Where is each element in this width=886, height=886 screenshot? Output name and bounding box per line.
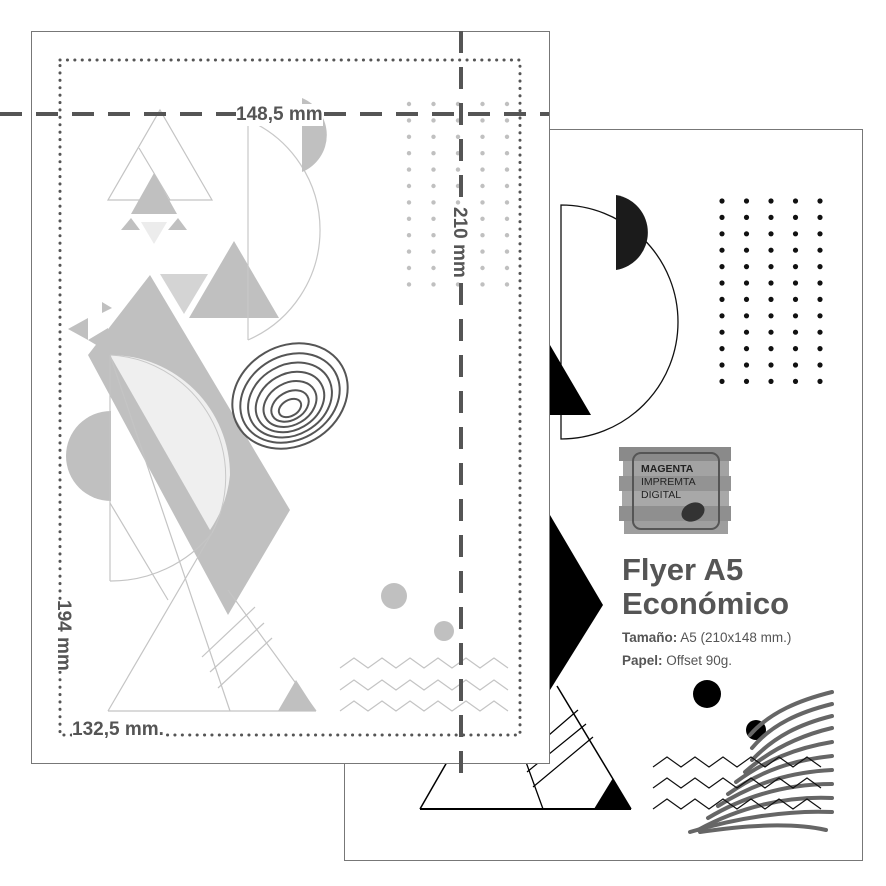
front-zigzag-lines xyxy=(339,657,509,712)
back-dot-grid xyxy=(719,198,823,384)
circle-shape xyxy=(693,680,721,708)
safe-width-dimension-label: 132,5 mm. xyxy=(72,719,164,741)
fingerprint-icon xyxy=(231,342,349,450)
logo-line-2: IMPREMTA xyxy=(641,476,696,488)
spec-size-label: Tamaño: xyxy=(622,630,678,645)
width-dimension-label: 148,5 mm xyxy=(236,104,323,126)
spec-paper-value: Offset 90g. xyxy=(662,653,733,668)
back-zigzag-lines xyxy=(652,756,822,810)
logo-line-3: DIGITAL xyxy=(641,489,682,501)
wood-plank-logo-icon xyxy=(619,447,731,534)
half-disc-shape xyxy=(66,411,111,501)
company-logo: MAGENTA IMPREMTA DIGITAL xyxy=(619,443,731,538)
diamond-shape xyxy=(550,515,603,690)
logo-line-1: MAGENTA xyxy=(641,463,694,475)
small-triangle-shape xyxy=(594,778,631,809)
flyer-title: Flyer A5 Económico xyxy=(622,553,789,621)
spec-size: Tamaño: A5 (210x148 mm.) xyxy=(622,630,791,645)
safe-height-dimension-label: 194 mm xyxy=(52,600,74,671)
spec-paper: Papel: Offset 90g. xyxy=(622,653,732,668)
safe-area-dotted-guide xyxy=(58,58,522,737)
title-line-2: Económico xyxy=(622,586,790,621)
half-circle-outline-shape xyxy=(560,204,679,440)
title-line-1: Flyer A5 xyxy=(622,552,744,587)
height-dimension-label: 210 mm xyxy=(448,207,470,278)
triangle-shape xyxy=(550,345,591,415)
spec-size-value: A5 (210x148 mm.) xyxy=(677,630,792,645)
half-disc-shape xyxy=(616,195,648,270)
spec-paper-label: Papel: xyxy=(622,653,663,668)
